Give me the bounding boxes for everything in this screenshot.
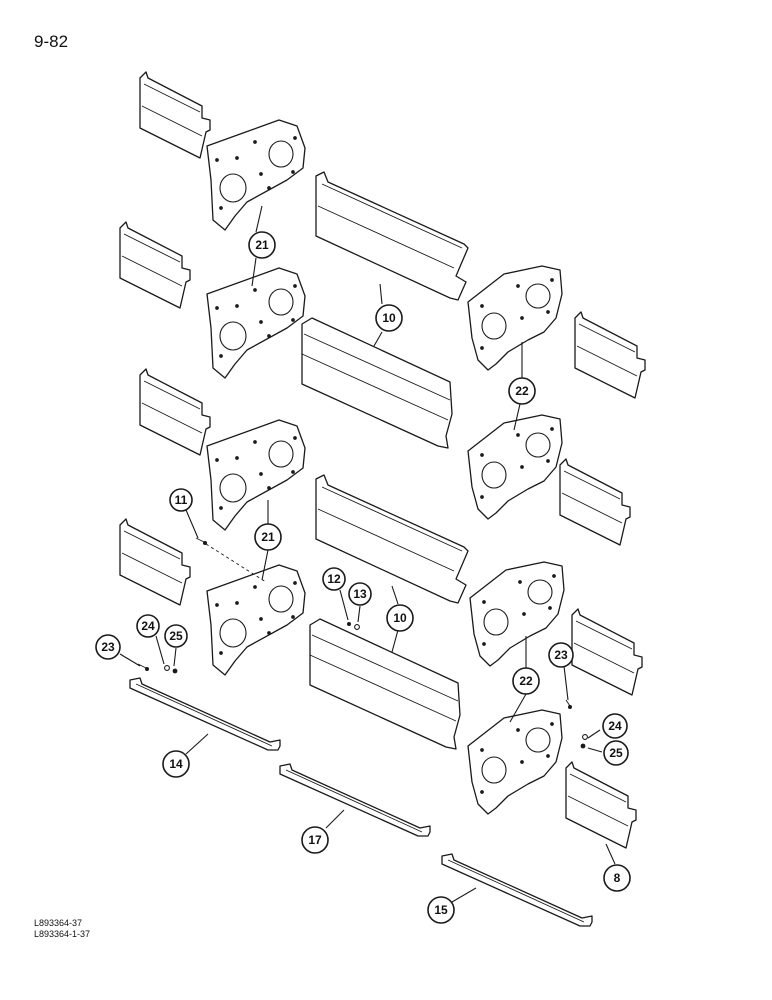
upper-panel-bottom — [301, 317, 453, 449]
bolt-12 — [347, 622, 351, 626]
figure-reference-codes: L893364-37 L893364-1-37 — [34, 918, 90, 940]
callout-12: 12 — [322, 567, 346, 591]
nut-13 — [354, 624, 360, 630]
nut-25-left — [172, 668, 178, 674]
svg-text:17: 17 — [308, 833, 322, 847]
upper-right-plate-top — [467, 265, 563, 371]
callout-22-upper: 22 — [508, 377, 536, 405]
svg-text:24: 24 — [608, 719, 622, 733]
bolt-23-left — [137, 663, 149, 671]
lower-right-plate-bottom — [467, 709, 563, 815]
angle-strip-17 — [279, 763, 431, 837]
callout-23-right: 23 — [548, 642, 574, 668]
leader-lines — [119, 205, 616, 903]
upper-left-inner-bracket — [119, 221, 191, 309]
callout-10-upper: 10 — [375, 304, 403, 332]
upper-right-inner-bracket — [559, 458, 631, 546]
svg-text:22: 22 — [519, 674, 533, 688]
washer-24-right — [582, 734, 588, 740]
lower-right-bracket — [571, 608, 643, 696]
lower-right-inner-bracket — [565, 761, 637, 849]
svg-text:13: 13 — [353, 587, 367, 601]
callout-17: 17 — [301, 826, 329, 854]
callout-10-lower: 10 — [386, 604, 414, 632]
lower-left-plate-top — [206, 419, 306, 531]
svg-text:14: 14 — [169, 757, 183, 771]
page-number: 9-82 — [34, 32, 69, 51]
nut-25-right — [580, 743, 586, 749]
callout-22-lower: 22 — [512, 667, 540, 695]
upper-panel-top — [315, 171, 469, 301]
svg-text:10: 10 — [393, 611, 407, 625]
svg-text:23: 23 — [554, 648, 568, 662]
svg-text:21: 21 — [261, 530, 275, 544]
lower-left-bracket — [139, 368, 211, 456]
lower-panel-bottom — [309, 618, 461, 750]
callout-15: 15 — [427, 896, 455, 924]
lower-left-plate-bottom — [206, 564, 306, 676]
callout-21-upper: 21 — [248, 231, 276, 259]
alignment-line — [205, 543, 267, 583]
callout-11: 11 — [169, 488, 193, 512]
bolt-23-right — [565, 699, 572, 709]
angle-strip-15 — [441, 853, 593, 927]
upper-right-plate-bottom — [467, 414, 563, 520]
svg-text:24: 24 — [141, 619, 155, 633]
figure-ref-2: L893364-1-37 — [34, 929, 91, 939]
svg-text:25: 25 — [609, 746, 623, 760]
figure-ref-1: L893364-37 — [34, 918, 83, 928]
upper-left-plate-top — [206, 119, 306, 231]
bolt-11 — [195, 537, 207, 545]
callout-24-left: 24 — [136, 614, 160, 638]
upper-right-bracket — [574, 311, 646, 399]
svg-text:25: 25 — [169, 629, 183, 643]
svg-text:21: 21 — [255, 238, 269, 252]
lower-left-inner-bracket — [119, 518, 191, 606]
svg-text:15: 15 — [434, 903, 448, 917]
callout-14: 14 — [162, 750, 190, 778]
angle-strip-14 — [129, 677, 281, 751]
callout-8: 8 — [603, 864, 631, 892]
svg-text:12: 12 — [327, 572, 341, 586]
callout-25-right: 25 — [603, 740, 629, 766]
washer-24-left — [164, 665, 170, 671]
svg-text:10: 10 — [382, 311, 396, 325]
upper-left-bracket — [139, 71, 211, 159]
callout-23-left: 23 — [95, 634, 121, 660]
callout-24-right: 24 — [602, 713, 628, 739]
callout-13: 13 — [348, 582, 372, 606]
callout-21-lower: 21 — [254, 523, 282, 551]
upper-left-plate-bottom — [206, 267, 306, 379]
svg-text:11: 11 — [175, 493, 188, 507]
svg-text:23: 23 — [101, 640, 115, 654]
callout-25-left: 25 — [164, 624, 188, 648]
svg-text:8: 8 — [614, 871, 621, 885]
svg-text:22: 22 — [515, 384, 529, 398]
